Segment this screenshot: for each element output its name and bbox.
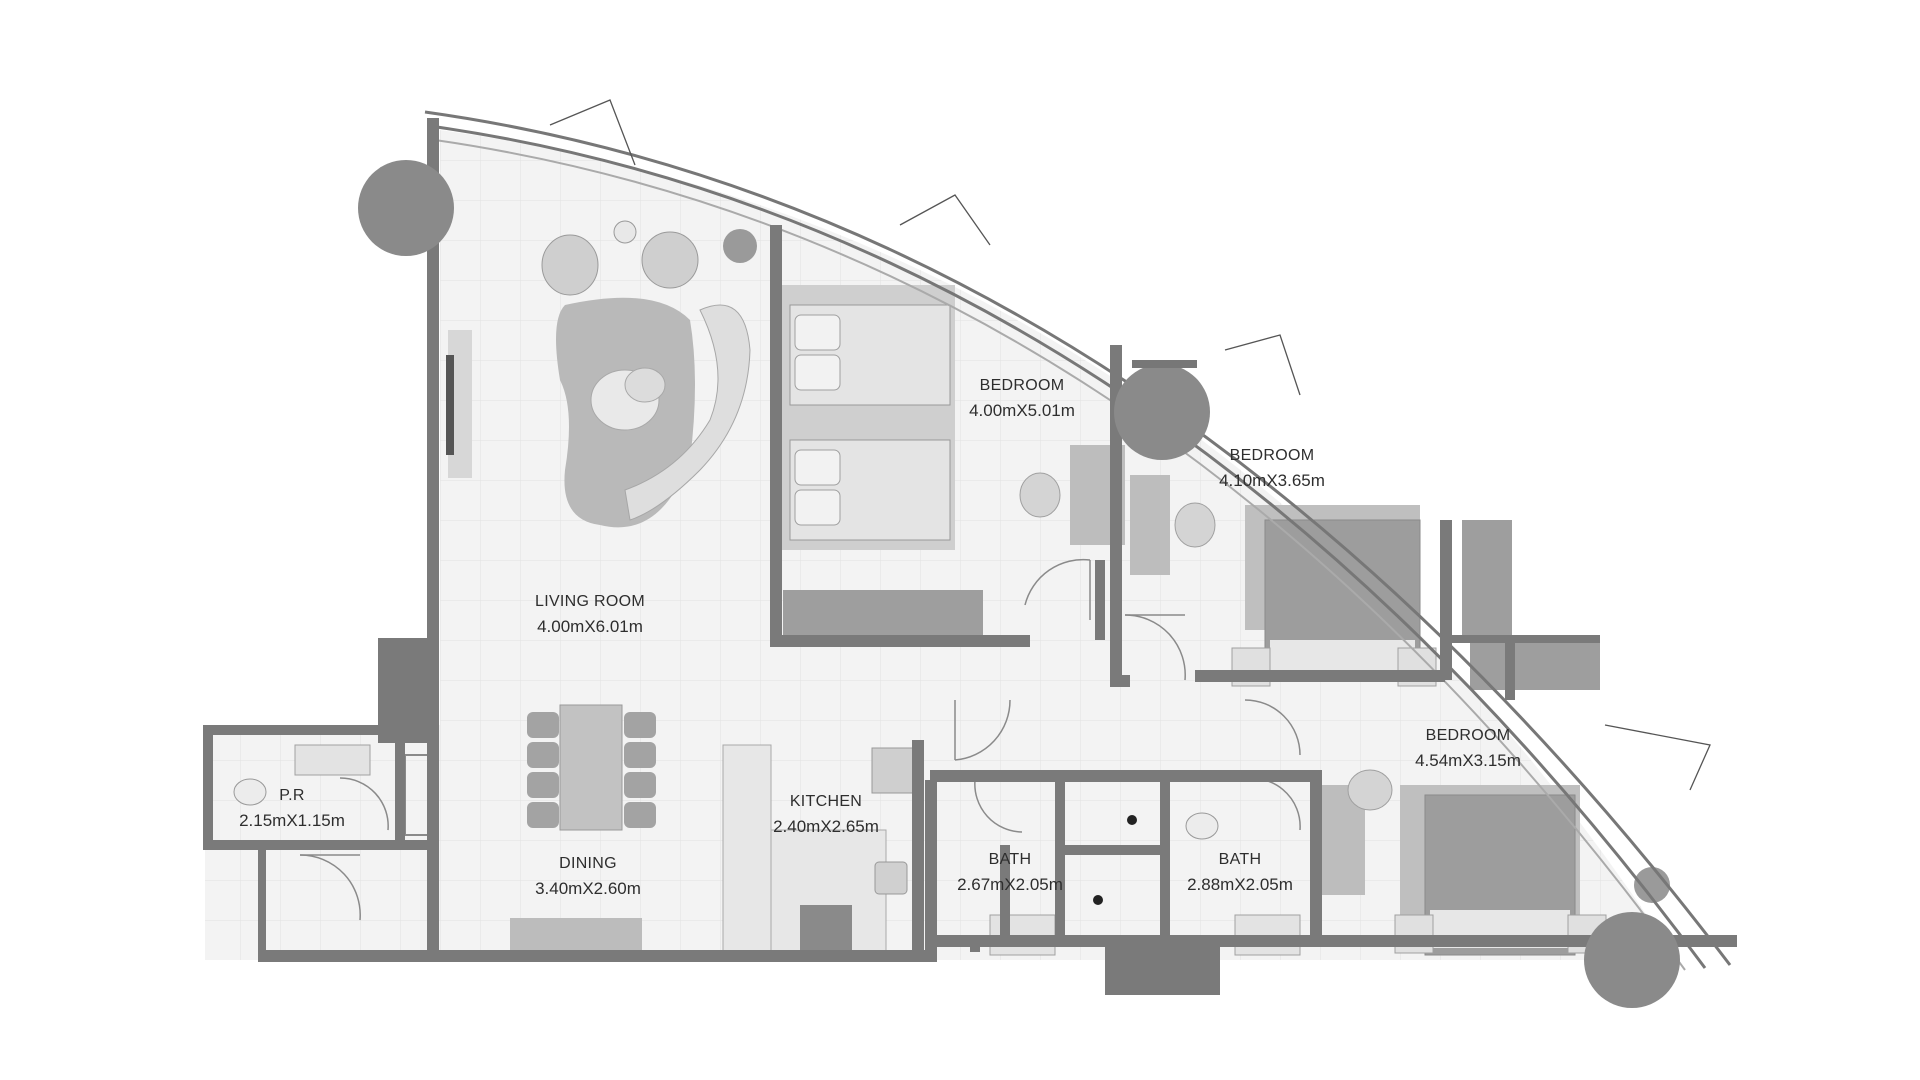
structural-columns [358, 160, 1680, 1008]
coffee-table [624, 367, 666, 403]
wardrobe [783, 590, 983, 635]
room-label-dining: DINING 3.40mX2.60m [535, 855, 641, 898]
room-label-kitchen: KITCHEN 2.40mX2.65m [773, 793, 879, 836]
svg-text:KITCHEN: KITCHEN [790, 793, 862, 810]
svg-text:BEDROOM: BEDROOM [1230, 447, 1315, 464]
chair [1174, 502, 1216, 548]
wardrobe [1462, 520, 1512, 635]
room-label-living: LIVING ROOM 4.00mX6.01m [535, 593, 645, 636]
fridge [871, 747, 918, 794]
svg-text:P.R: P.R [279, 787, 305, 804]
dining-table [559, 704, 623, 831]
drain [1093, 895, 1103, 905]
svg-text:4.54mX3.15m: 4.54mX3.15m [1415, 751, 1521, 770]
svg-text:BEDROOM: BEDROOM [980, 377, 1065, 394]
svg-text:4.00mX5.01m: 4.00mX5.01m [969, 401, 1075, 420]
column [1114, 364, 1210, 460]
toilet [233, 778, 267, 806]
side-table [613, 220, 637, 244]
tv-screen [446, 355, 454, 455]
cooktop [800, 905, 852, 950]
walls [203, 118, 1737, 995]
room-label-bath-2: BATH 2.88mX2.05m [1187, 851, 1293, 894]
chair [1347, 769, 1393, 811]
chair [1019, 472, 1061, 518]
svg-text:4.10mX3.65m: 4.10mX3.65m [1219, 471, 1325, 490]
svg-text:2.15mX1.15m: 2.15mX1.15m [239, 811, 345, 830]
wardrobe [1470, 640, 1600, 690]
svg-text:DINING: DINING [559, 855, 617, 872]
vanity [294, 744, 371, 776]
column [358, 160, 454, 256]
svg-text:BEDROOM: BEDROOM [1426, 727, 1511, 744]
svg-text:BATH: BATH [1219, 851, 1262, 868]
armchair [641, 231, 699, 289]
sofa [624, 304, 751, 521]
svg-text:4.00mX6.01m: 4.00mX6.01m [537, 617, 643, 636]
desk [1130, 475, 1170, 575]
drain [1127, 815, 1137, 825]
door-swings [299, 558, 1301, 921]
column [1584, 912, 1680, 1008]
column [1132, 360, 1197, 368]
room-labels: LIVING ROOM 4.00mX6.01m BEDROOM 4.00mX5.… [239, 377, 1521, 898]
svg-text:2.67mX2.05m: 2.67mX2.05m [957, 875, 1063, 894]
bedside-table [1394, 914, 1434, 954]
svg-text:BATH: BATH [989, 851, 1032, 868]
room-label-bedroom-2: BEDROOM 4.10mX3.65m [1219, 447, 1325, 490]
armchair [541, 234, 599, 296]
toilet [1185, 812, 1219, 840]
room-label-bath-1: BATH 2.67mX2.05m [957, 851, 1063, 894]
plant-icon [723, 229, 757, 263]
room-label-bedroom-1: BEDROOM 4.00mX5.01m [969, 377, 1075, 420]
sink [874, 861, 908, 895]
svg-text:2.88mX2.05m: 2.88mX2.05m [1187, 875, 1293, 894]
svg-text:3.40mX2.60m: 3.40mX2.60m [535, 879, 641, 898]
svg-text:LIVING ROOM: LIVING ROOM [535, 593, 645, 610]
svg-text:2.40mX2.65m: 2.40mX2.65m [773, 817, 879, 836]
room-label-bedroom-3: BEDROOM 4.54mX3.15m [1415, 727, 1521, 770]
kitchen-counter [722, 744, 772, 961]
room-label-powder-room: P.R 2.15mX1.15m [239, 787, 345, 830]
